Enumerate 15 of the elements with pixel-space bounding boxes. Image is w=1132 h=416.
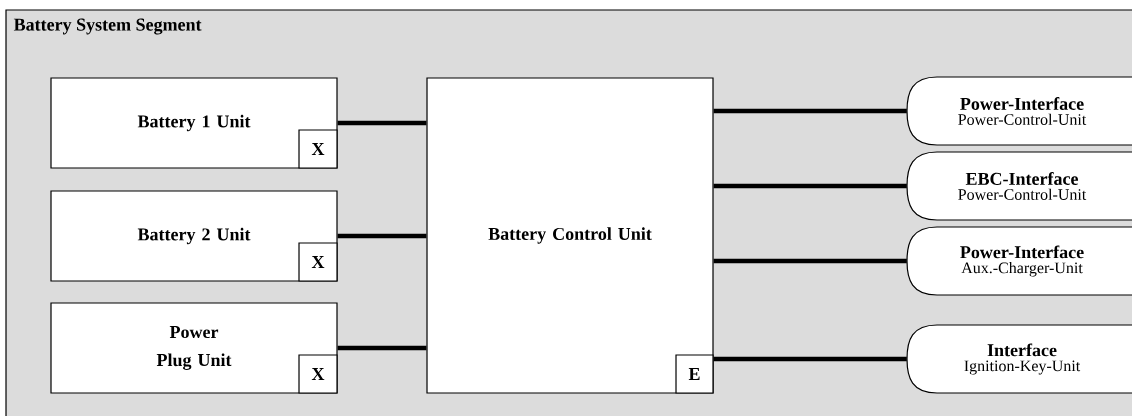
interface-box: Interface Ignition-Key-Unit xyxy=(906,324,1132,394)
connector-line xyxy=(713,356,907,362)
interface-box: EBC-Interface Power-Control-Unit xyxy=(906,151,1132,221)
interface-box: Power-Interface Aux.-Charger-Unit xyxy=(906,226,1132,296)
connector-line xyxy=(713,258,907,264)
connector-line xyxy=(713,108,907,114)
tag-box: X xyxy=(298,354,338,394)
connector-line xyxy=(337,233,427,239)
interface-box: Power-Interface Power-Control-Unit xyxy=(906,76,1132,146)
tag-box: E xyxy=(675,354,714,394)
connector-line xyxy=(337,345,427,351)
tag-box: X xyxy=(298,242,338,282)
tag-box: X xyxy=(298,129,338,169)
connector-line xyxy=(713,183,907,189)
connector-line xyxy=(337,120,427,126)
